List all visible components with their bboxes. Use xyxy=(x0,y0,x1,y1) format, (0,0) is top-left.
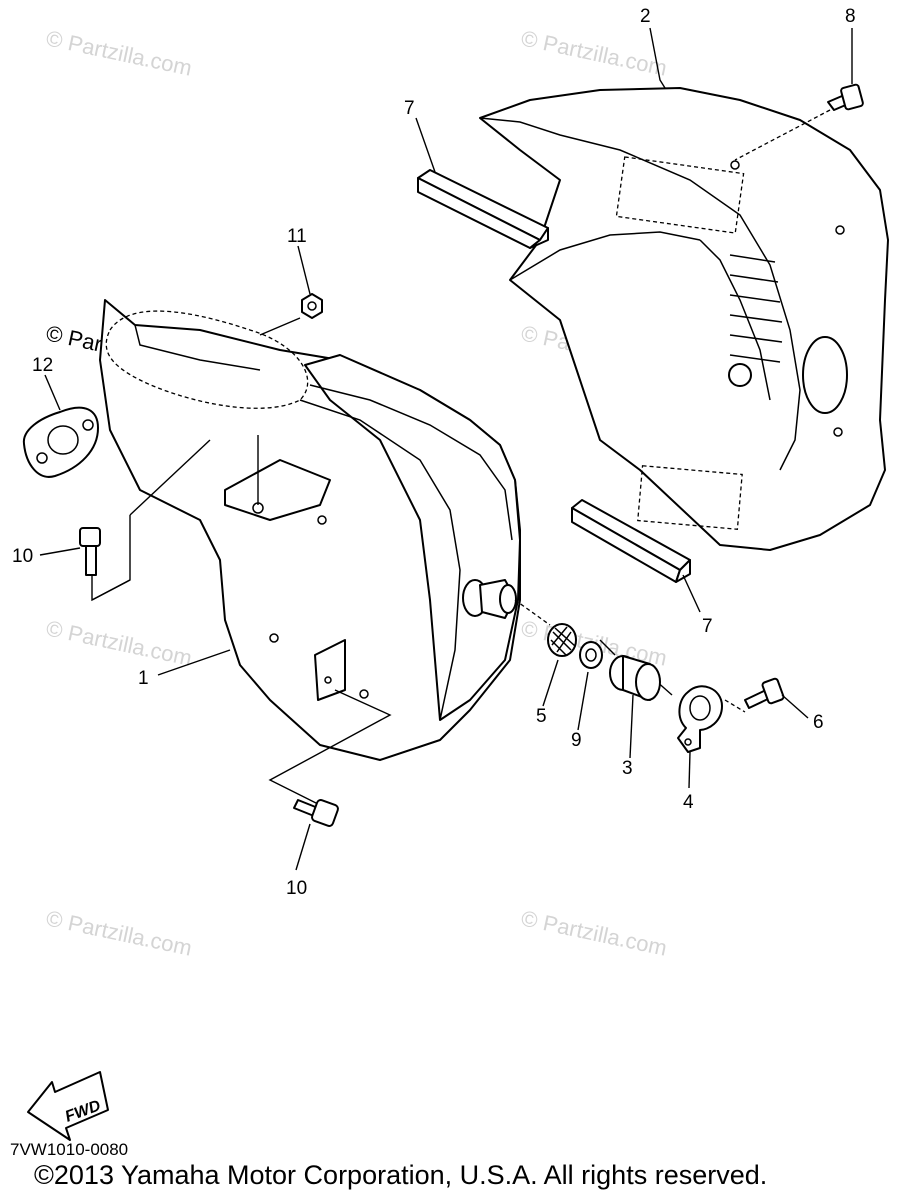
assembly-line xyxy=(268,689,392,811)
assembly-line xyxy=(724,699,746,713)
rubber-strip-upper-part xyxy=(417,169,549,249)
clamp-4-part xyxy=(677,685,723,753)
assembly-line xyxy=(129,439,211,516)
assembly-line xyxy=(91,575,131,602)
callout-5: 5 xyxy=(536,706,547,727)
callout-8: 8 xyxy=(845,6,856,27)
callout-12: 12 xyxy=(32,355,53,376)
callout-10-bottom: 10 xyxy=(286,878,307,899)
watermark: © Partzilla.com xyxy=(44,25,194,80)
fwd-arrow-icon: FWD xyxy=(27,1071,109,1141)
assembly-line xyxy=(259,317,301,336)
callout-3: 3 xyxy=(622,758,633,779)
bolt-8-part xyxy=(734,83,864,161)
watermark: © Partzilla.com xyxy=(44,905,194,960)
grommet-3-part xyxy=(609,655,661,701)
diagram-code: 7VW1010-0080 xyxy=(10,1140,129,1159)
callout-2: 2 xyxy=(640,6,651,27)
callout-labels: 2 8 7 11 12 10 7 1 5 6 9 3 4 10 xyxy=(12,6,856,899)
assembly-line xyxy=(599,639,616,656)
screen-5-part xyxy=(547,623,577,657)
watermark: © Partzilla.com xyxy=(519,905,669,960)
callout-11: 11 xyxy=(287,226,307,247)
washer-9-part xyxy=(579,641,603,669)
callout-6: 6 xyxy=(813,712,824,733)
callout-9: 9 xyxy=(571,730,582,751)
callout-7-upper: 7 xyxy=(404,98,415,119)
muffler-body-part xyxy=(99,299,521,761)
nut-11-part xyxy=(301,293,323,319)
assembly-line xyxy=(514,599,551,626)
copyright-notice: ©2013 Yamaha Motor Corporation, U.S.A. A… xyxy=(34,1160,768,1190)
rubber-strip-lower-part xyxy=(571,499,691,583)
callout-10-left: 10 xyxy=(12,546,33,567)
gasket-12-part xyxy=(22,406,99,478)
callout-1: 1 xyxy=(138,668,149,689)
callout-4: 4 xyxy=(683,792,694,813)
bolt-10-bottom-part xyxy=(293,799,339,827)
leader-lines xyxy=(39,27,853,871)
silencer-cover-part xyxy=(479,87,889,551)
watermark: © Partzilla.com xyxy=(519,25,669,80)
bolt-10-left-part xyxy=(79,527,101,576)
bolt-6-part xyxy=(744,677,785,709)
callout-7-lower: 7 xyxy=(702,616,713,637)
watermark: © Partzilla.com xyxy=(44,615,194,670)
